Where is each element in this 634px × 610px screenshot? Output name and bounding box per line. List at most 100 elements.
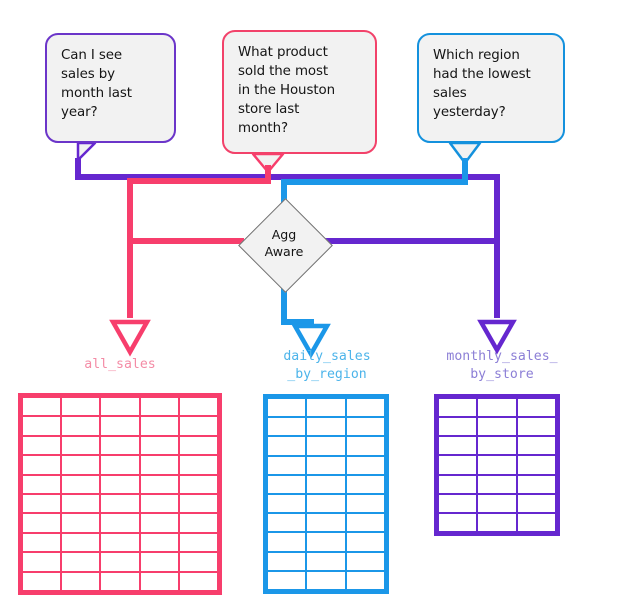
- table-cell: [179, 417, 217, 435]
- table-daily-sales-by-region: [263, 394, 389, 594]
- table-cell: [23, 417, 61, 435]
- table-cell: [517, 475, 555, 493]
- agg-aware-label: Agg Aware: [264, 227, 304, 259]
- bubble-tail-blue: [448, 141, 482, 165]
- table-cell: [140, 475, 178, 493]
- table-cell: [179, 533, 217, 552]
- table-cell: [517, 437, 555, 455]
- table-all-sales: [18, 393, 222, 595]
- table-cell: [439, 399, 477, 417]
- table-cell: [23, 436, 61, 455]
- table-cell: [517, 494, 555, 512]
- table-cell: [268, 437, 306, 455]
- table-cell: [62, 475, 100, 493]
- table-cell: [101, 553, 139, 571]
- table-cell: [268, 456, 306, 474]
- table-cell: [23, 475, 61, 493]
- table-cell: [478, 513, 516, 531]
- table-cell: [101, 436, 139, 455]
- table-cell: [517, 456, 555, 474]
- table-cell: [62, 514, 100, 532]
- table-cell: [179, 475, 217, 493]
- table-cell: [62, 553, 100, 571]
- table-cell: [101, 533, 139, 552]
- table-cell: [307, 456, 345, 474]
- table-cell: [140, 436, 178, 455]
- table-cell: [517, 418, 555, 436]
- table-cell: [307, 495, 345, 513]
- table-cell: [268, 552, 306, 570]
- table-cell: [307, 437, 345, 455]
- edge-blue-question-to-node: [281, 158, 468, 205]
- table-cell: [23, 398, 61, 416]
- table-cell: [23, 572, 61, 590]
- table-cell: [307, 399, 345, 417]
- table-cell: [62, 398, 100, 416]
- table-cell: [62, 533, 100, 552]
- table-cell: [179, 436, 217, 455]
- table-cell: [478, 399, 516, 417]
- table-cell: [307, 514, 345, 532]
- table-cell: [101, 494, 139, 513]
- table-cell: [268, 418, 306, 436]
- table-cell: [478, 437, 516, 455]
- table-cell: [307, 571, 345, 589]
- table-cell: [62, 436, 100, 455]
- table-cell: [307, 475, 345, 493]
- edge-pink-question-to-all-sales-table: [127, 165, 271, 318]
- table-cell: [179, 572, 217, 590]
- table-cell: [478, 475, 516, 493]
- table-cell: [23, 456, 61, 474]
- table-cell: [478, 456, 516, 474]
- table-cell: [346, 418, 384, 436]
- table-cell: [140, 533, 178, 552]
- table-cell: [439, 456, 477, 474]
- table-cell: [478, 418, 516, 436]
- agg-aware-decision-node[interactable]: Agg Aware: [237, 197, 333, 293]
- question-bubble-sales-by-month[interactable]: Can I see sales by month last year?: [45, 33, 176, 143]
- table-cell: [346, 475, 384, 493]
- table-cell: [268, 533, 306, 551]
- table-cell: [439, 437, 477, 455]
- table-cell: [268, 475, 306, 493]
- table-cell: [346, 552, 384, 570]
- table-cell: [101, 456, 139, 474]
- table-cell: [346, 514, 384, 532]
- arrowhead-purple: [477, 319, 517, 355]
- table-cell: [307, 552, 345, 570]
- table-cell: [140, 494, 178, 513]
- table-caption-monthly-sales-by-store: monthly_sales_ by_store: [446, 349, 558, 382]
- edge-purple-question-to-monthly-table: [75, 158, 500, 318]
- table-cell: [179, 456, 217, 474]
- table-cell: [23, 533, 61, 552]
- table-cell: [179, 398, 217, 416]
- table-cell: [62, 494, 100, 513]
- table-cell: [346, 456, 384, 474]
- table-cell: [101, 572, 139, 590]
- table-cell: [478, 494, 516, 512]
- table-cell: [23, 553, 61, 571]
- table-cell: [439, 418, 477, 436]
- table-cell: [307, 418, 345, 436]
- table-cell: [101, 514, 139, 532]
- table-cell: [101, 475, 139, 493]
- table-cell: [140, 417, 178, 435]
- arrowhead-pink: [109, 319, 151, 357]
- table-cell: [439, 513, 477, 531]
- table-cell: [140, 456, 178, 474]
- question-bubble-top-product-houston[interactable]: What product sold the most in the Housto…: [222, 30, 377, 154]
- arrowhead-blue: [291, 323, 331, 359]
- table-cell: [346, 495, 384, 513]
- table-cell: [140, 398, 178, 416]
- question-bubble-lowest-region[interactable]: Which region had the lowest sales yester…: [417, 33, 565, 143]
- table-caption-daily-sales-by-region: daily_sales _by_region: [283, 349, 371, 382]
- table-cell: [268, 495, 306, 513]
- table-cell: [23, 514, 61, 532]
- table-cell: [346, 533, 384, 551]
- table-caption-all-sales: all_sales: [84, 357, 156, 372]
- table-cell: [307, 533, 345, 551]
- bubble-tail-purple: [76, 141, 97, 162]
- table-cell: [346, 571, 384, 589]
- table-cell: [179, 494, 217, 513]
